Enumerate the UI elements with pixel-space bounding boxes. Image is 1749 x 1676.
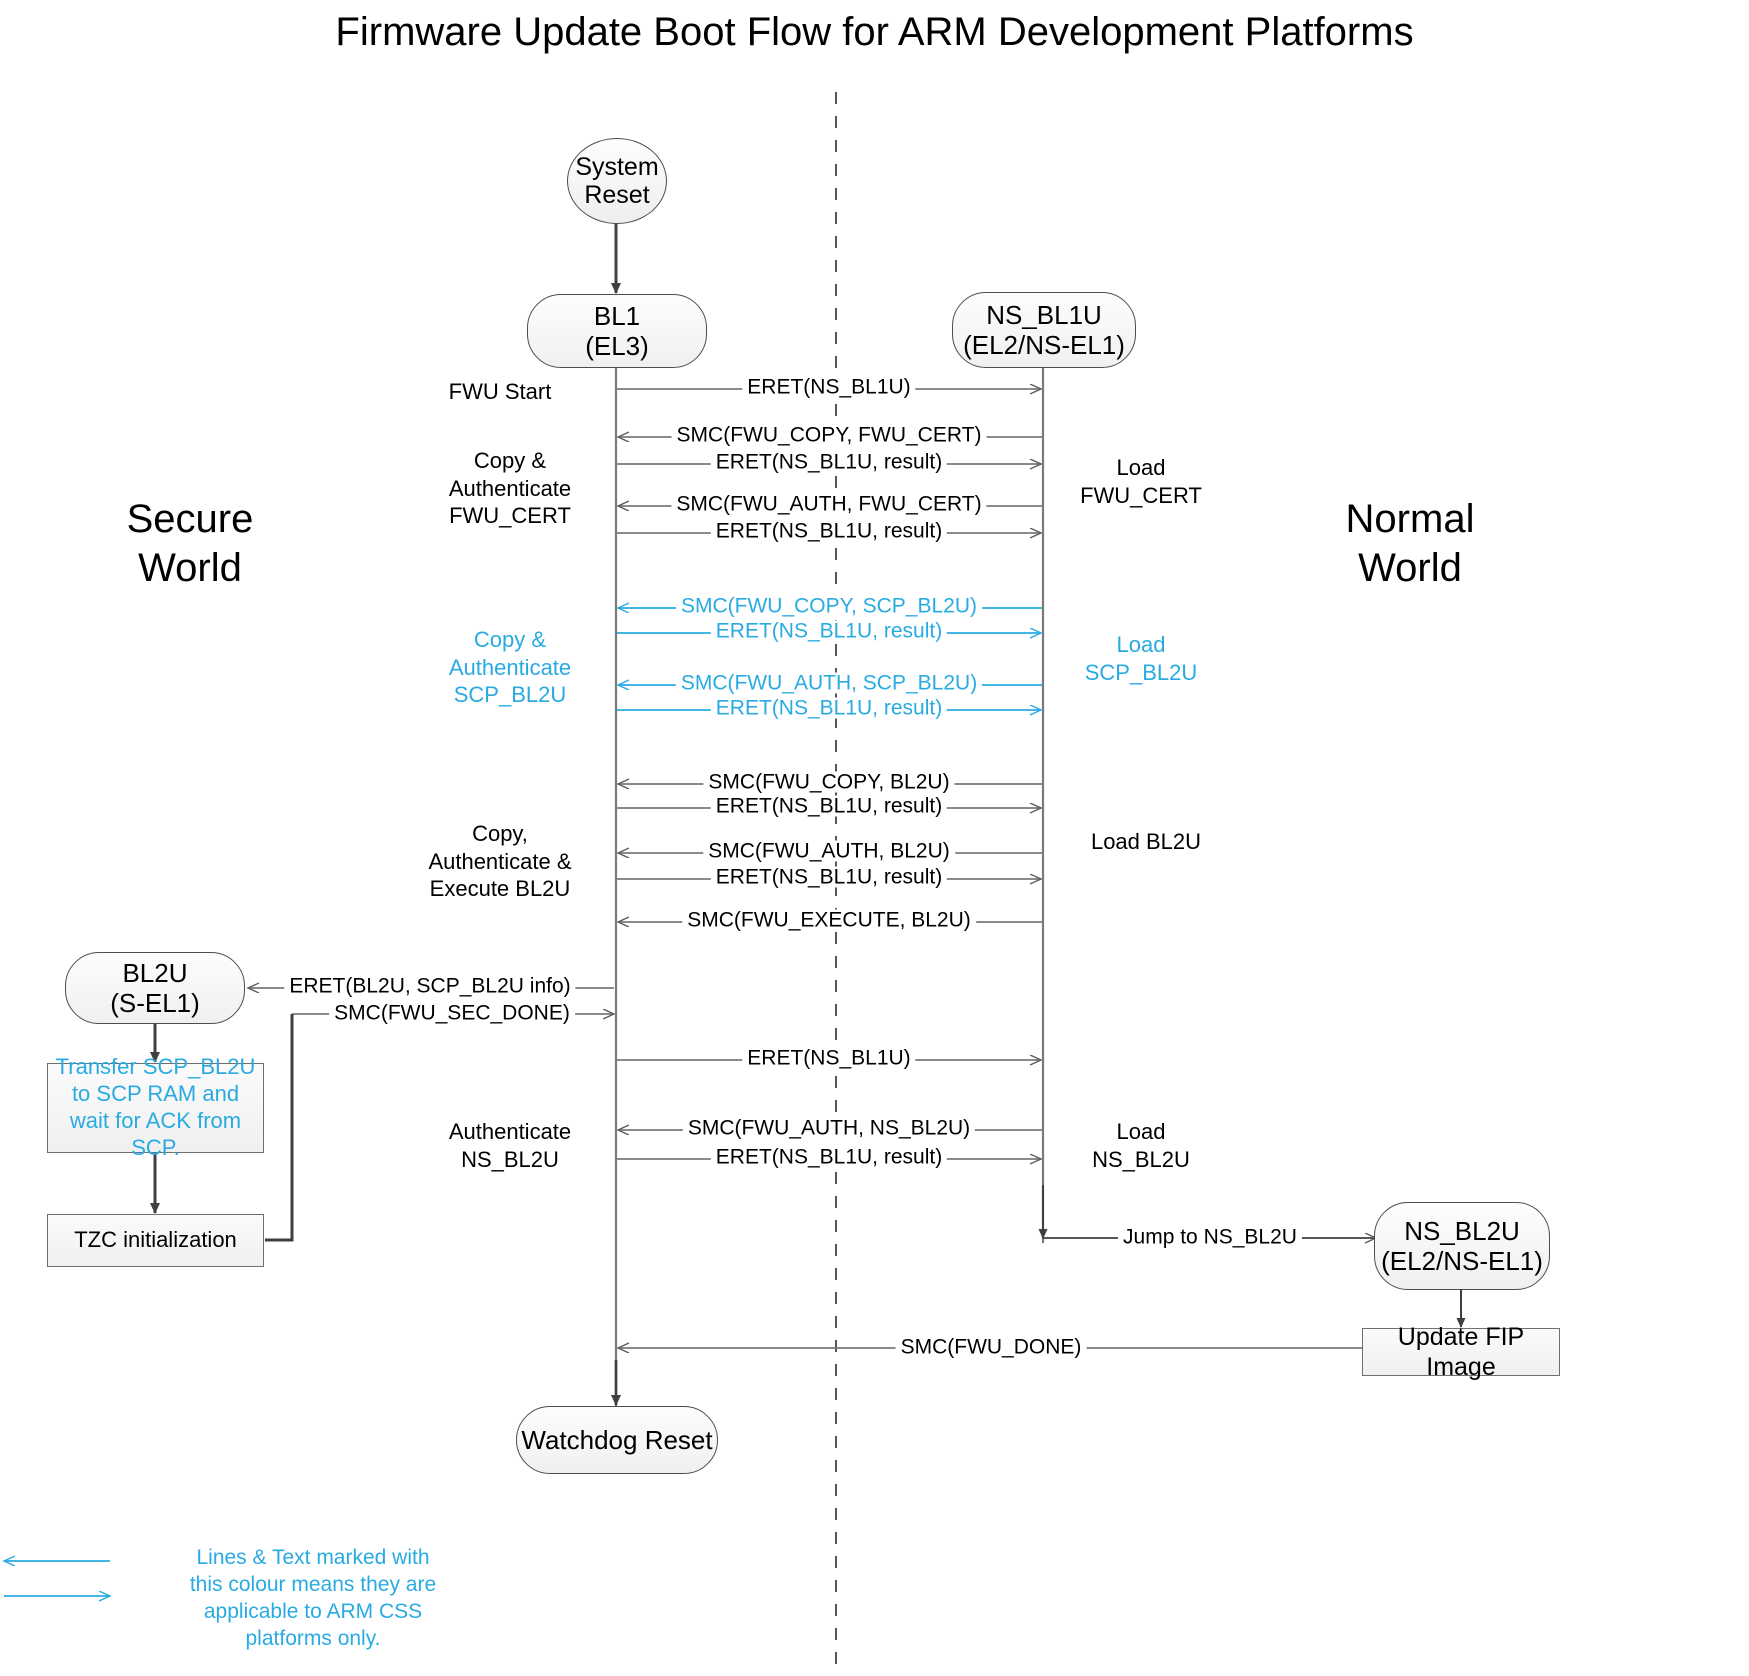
process-box-transfer-scp-label: Transfer SCP_BL2U to SCP RAM and wait fo… [55, 1054, 256, 1160]
message-label-eret-result-6: ERET(NS_BL1U, result) [710, 866, 948, 888]
message-label-eret-result-1: ERET(NS_BL1U, result) [710, 451, 948, 473]
right-label-load-ns-bl2u: Load NS_BL2U [1092, 1119, 1190, 1172]
left-label-fwu-start: FWU Start [448, 379, 552, 404]
node-bl1-line1: BL1 [593, 300, 641, 331]
node-bl2u[interactable]: BL2U (S-EL1) [65, 952, 245, 1024]
page-title: Firmware Update Boot Flow for ARM Develo… [335, 10, 1414, 54]
left-label-authenticate-ns-bl2u: Authenticate NS_BL2U [448, 1119, 572, 1172]
right-label-load-scp-bl2u: Load SCP_BL2U [1084, 632, 1198, 685]
eret-bl2u-cyan-part: SCP_BL2U info [416, 974, 564, 998]
right-label-load-fwu-cert: Load FWU_CERT [1080, 455, 1202, 508]
process-box-tzc-init[interactable]: TZC initialization [47, 1214, 264, 1267]
node-ns-bl1u-line1: NS_BL1U [986, 299, 1102, 330]
message-label-eret-ns-bl1u-2: ERET(NS_BL1U) [742, 1047, 916, 1069]
message-label-eret-result-3: ERET(NS_BL1U, result) [710, 620, 948, 642]
node-ns-bl1u-line2: (EL2/NS-EL1) [963, 330, 1125, 360]
node-system-reset-line2: Reset [584, 181, 650, 209]
node-ns-bl1u[interactable]: NS_BL1U (EL2/NS-EL1) [952, 292, 1136, 368]
message-label-eret-result-4: ERET(NS_BL1U, result) [710, 697, 948, 719]
legend-text: Lines & Text marked with this colour mea… [189, 1546, 437, 1650]
message-label-eret-result-5: ERET(NS_BL1U, result) [710, 795, 948, 817]
message-label-smc-fwu-copy-fwu-cert: SMC(FWU_COPY, FWU_CERT) [671, 424, 987, 446]
left-label-copy-auth-exec-bl2u: Copy, Authenticate & Execute BL2U [428, 821, 572, 901]
node-bl2u-line1: BL2U [122, 957, 188, 988]
message-label-smc-fwu-copy-bl2u: SMC(FWU_COPY, BL2U) [703, 771, 955, 793]
node-system-reset[interactable]: System Reset [567, 138, 667, 224]
node-watchdog-reset-label: Watchdog Reset [521, 1424, 713, 1455]
message-label-eret-ns-bl1u-1: ERET(NS_BL1U) [742, 376, 916, 398]
node-bl1-line2: (EL3) [585, 331, 649, 361]
process-box-tzc-init-label: TZC initialization [74, 1227, 237, 1253]
message-label-smc-fwu-auth-ns-bl2u: SMC(FWU_AUTH, NS_BL2U) [682, 1117, 976, 1139]
node-watchdog-reset[interactable]: Watchdog Reset [516, 1406, 718, 1474]
node-ns-bl2u-line1: NS_BL2U [1404, 1215, 1520, 1246]
node-bl2u-line2: (S-EL1) [110, 988, 200, 1018]
left-label-copy-auth-fwu-cert: Copy & Authenticate FWU_CERT [448, 448, 572, 528]
message-label-smc-fwu-auth-fwu-cert: SMC(FWU_AUTH, FWU_CERT) [671, 493, 987, 515]
process-box-transfer-scp[interactable]: Transfer SCP_BL2U to SCP RAM and wait fo… [47, 1054, 264, 1160]
message-label-eret-result-7: ERET(NS_BL1U, result) [710, 1146, 948, 1168]
message-label-smc-fwu-execute-bl2u: SMC(FWU_EXECUTE, BL2U) [682, 909, 976, 931]
right-label-load-bl2u: Load BL2U [1090, 829, 1202, 854]
message-label-eret-bl2u-scp-info: ERET(BL2U, SCP_BL2U info) [284, 974, 576, 998]
message-label-jump-to-ns-bl2u: Jump to NS_BL2U [1118, 1226, 1302, 1248]
secure-world-label: Secure World [126, 497, 254, 590]
message-label-smc-fwu-auth-bl2u: SMC(FWU_AUTH, BL2U) [703, 840, 955, 862]
message-label-smc-fwu-sec-done: SMC(FWU_SEC_DONE) [329, 1002, 575, 1024]
process-box-update-fip-label: Update FIP Image [1397, 1322, 1525, 1382]
node-ns-bl2u-line2: (EL2/NS-EL1) [1381, 1246, 1543, 1276]
message-label-smc-fwu-copy-scp-bl2u: SMC(FWU_COPY, SCP_BL2U) [675, 595, 983, 617]
node-ns-bl2u[interactable]: NS_BL2U (EL2/NS-EL1) [1374, 1202, 1550, 1290]
node-system-reset-line1: System [575, 153, 659, 181]
message-label-smc-fwu-done: SMC(FWU_DONE) [895, 1336, 1087, 1358]
message-label-smc-fwu-auth-scp-bl2u: SMC(FWU_AUTH, SCP_BL2U) [675, 672, 983, 694]
normal-world-label: Normal World [1345, 497, 1475, 590]
eret-bl2u-suffix: ) [563, 974, 571, 998]
message-label-eret-result-2: ERET(NS_BL1U, result) [710, 520, 948, 542]
left-label-copy-auth-scp-bl2u: Copy & Authenticate SCP_BL2U [448, 627, 572, 707]
eret-bl2u-prefix: ERET(BL2U, [289, 974, 417, 998]
process-box-update-fip[interactable]: Update FIP Image [1362, 1323, 1560, 1381]
node-bl1[interactable]: BL1 (EL3) [527, 294, 707, 368]
